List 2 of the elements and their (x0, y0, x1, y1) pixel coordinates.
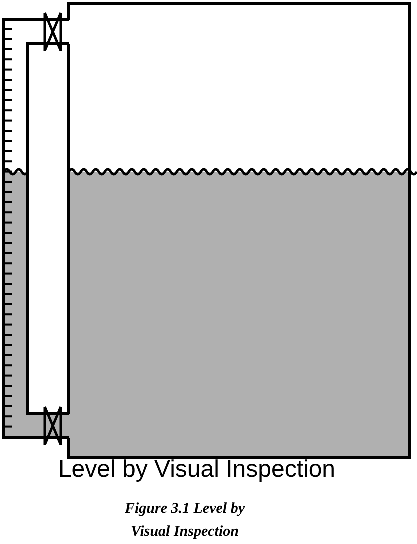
drawing-title: Level by Visual Inspection (57, 456, 337, 484)
figure-caption: Figure 3.1 Level by Visual Inspection (124, 500, 246, 542)
